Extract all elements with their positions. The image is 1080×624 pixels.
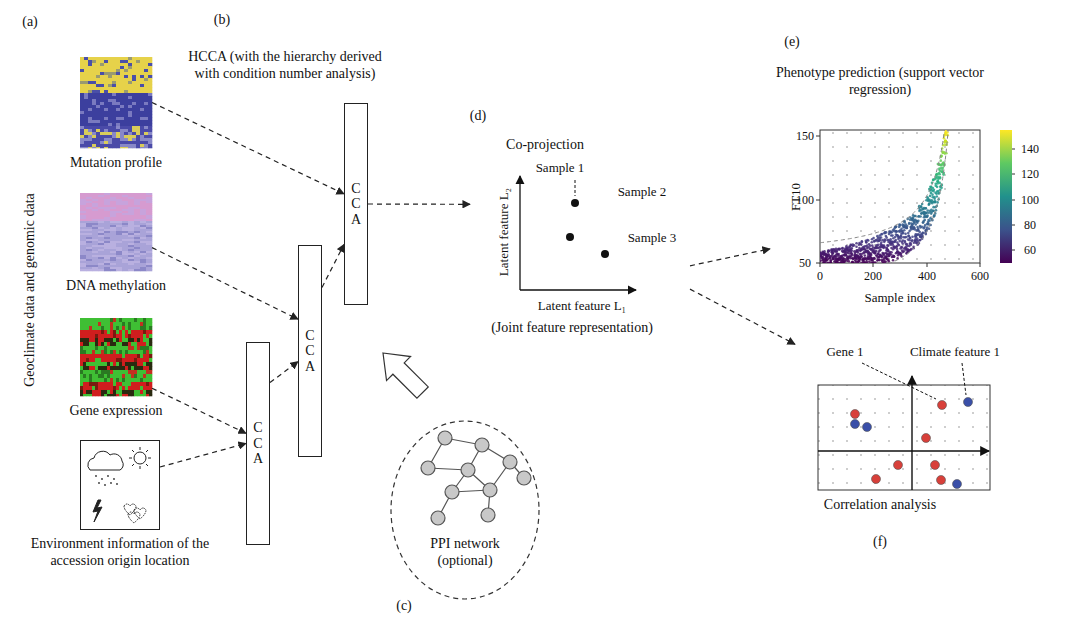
data-caption: Gene expression bbox=[70, 403, 163, 420]
dashed-arrow bbox=[152, 103, 344, 194]
gene-dots bbox=[851, 401, 947, 485]
heatmap-images bbox=[80, 57, 152, 396]
data-image: DNA methylation bbox=[80, 193, 152, 271]
figure-label: (f) bbox=[873, 534, 887, 551]
figure-label: Geoclimate data and genomic data bbox=[22, 193, 39, 387]
panel-heading: (Joint feature representation) bbox=[491, 320, 653, 337]
dashed-arrow bbox=[270, 362, 298, 383]
tick-label: 0 bbox=[817, 269, 823, 283]
colorbar bbox=[1000, 130, 1012, 263]
tick-marks bbox=[816, 136, 1015, 267]
ellipse-outline bbox=[391, 421, 539, 599]
tick-label: 100 bbox=[796, 193, 814, 207]
tick-label: 80 bbox=[1024, 218, 1036, 232]
data-caption: Mutation profile bbox=[70, 155, 162, 172]
figure-label: Gene 1 bbox=[826, 344, 863, 360]
climate-dots bbox=[851, 398, 973, 489]
dashed-arrow bbox=[322, 244, 344, 287]
environment-box: Environment information of the accession… bbox=[80, 440, 160, 530]
figure-label: Sample 1 bbox=[536, 160, 585, 176]
scatter-points bbox=[820, 130, 954, 263]
plot-frame bbox=[818, 385, 990, 490]
cca-label: CCA bbox=[303, 328, 317, 374]
cca-label: CCA bbox=[251, 420, 265, 466]
data-image: Gene expression bbox=[80, 318, 152, 396]
cca-box: CCA bbox=[344, 103, 368, 305]
panel-heading: PPI network (optional) bbox=[410, 536, 520, 570]
dashed-arrow bbox=[368, 203, 470, 205]
data-caption: DNA methylation bbox=[66, 278, 166, 295]
dashed-arrow bbox=[690, 289, 795, 344]
hollow-arrow bbox=[371, 341, 435, 405]
figure-label: Latent feature L₂ bbox=[496, 188, 512, 276]
panel-heading: Correlation analysis bbox=[824, 497, 936, 514]
result-panel: Correlation analysis bbox=[795, 335, 1000, 520]
tick-label: 200 bbox=[864, 269, 882, 283]
tick-label: 50 bbox=[799, 256, 811, 270]
cca-label: CCA bbox=[349, 181, 363, 227]
plot-frame bbox=[820, 130, 980, 263]
figure-label: Climate feature 1 bbox=[910, 344, 1000, 360]
tick-label: 60 bbox=[1024, 243, 1036, 257]
ppi-network bbox=[421, 431, 531, 525]
dashed-arrow bbox=[690, 249, 770, 266]
weather-icons bbox=[88, 447, 151, 523]
cca-box: CCA bbox=[298, 245, 322, 457]
dashed-arrow bbox=[152, 388, 246, 433]
correlation-axes bbox=[818, 376, 989, 490]
figure-label: (e) bbox=[784, 34, 800, 51]
figure-label: (b) bbox=[214, 12, 230, 29]
sample-points bbox=[566, 199, 609, 258]
leader-line bbox=[575, 180, 576, 196]
tick-label: 120 bbox=[1021, 167, 1039, 181]
figure-label: (c) bbox=[396, 598, 412, 615]
figure-label: Sample 2 bbox=[618, 184, 667, 200]
tick-label: 400 bbox=[918, 269, 936, 283]
tick-label: 150 bbox=[796, 129, 814, 143]
figure-label: Latent feature L₁ bbox=[538, 298, 626, 314]
panel-heading: Co-projection bbox=[506, 137, 584, 154]
dashed-arrow bbox=[152, 248, 298, 320]
figure-label: HCCA (with the hierarchy derived with co… bbox=[185, 49, 385, 83]
ellipse-outline bbox=[390, 420, 540, 600]
ppi-ellipse: PPI network (optional) bbox=[390, 420, 540, 600]
tick-label: 140 bbox=[1021, 142, 1039, 156]
cca-box: CCA bbox=[246, 342, 270, 545]
data-image: Mutation profile bbox=[80, 57, 152, 148]
tick-label: 100 bbox=[1021, 193, 1039, 207]
dashed-arrow bbox=[160, 444, 246, 468]
leader-line bbox=[862, 363, 966, 399]
figure-label: (a) bbox=[22, 14, 38, 31]
figure-label: Sample 3 bbox=[628, 230, 677, 246]
data-caption: Environment information of the accession… bbox=[13, 536, 228, 570]
panel-heading: Phenotype prediction (support vector reg… bbox=[775, 65, 985, 99]
figure-label: Sample index bbox=[864, 290, 935, 306]
result-panel: Phenotype prediction (support vector reg… bbox=[770, 55, 1065, 310]
figure-label: (d) bbox=[470, 108, 486, 125]
tick-label: 600 bbox=[971, 269, 989, 283]
